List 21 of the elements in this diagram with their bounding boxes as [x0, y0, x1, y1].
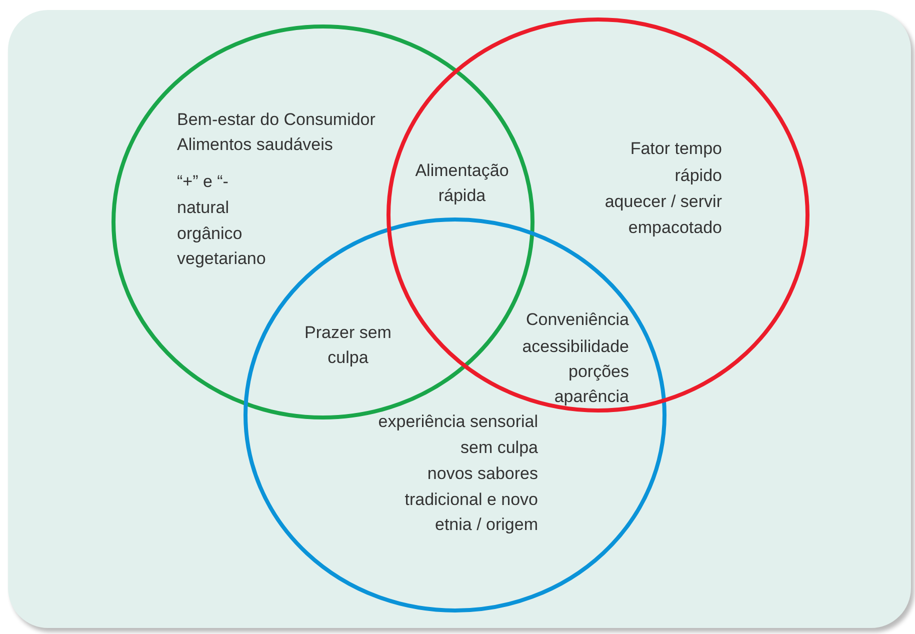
overlap-text: Conveniência: [526, 310, 629, 330]
category-text: orgânico: [177, 224, 242, 244]
category-text: sem culpa: [460, 438, 538, 458]
overlap-text: porções: [568, 362, 629, 382]
overlap-text: aparência: [554, 387, 629, 407]
category-text: rápido: [674, 166, 722, 186]
category-text: novos sabores: [427, 464, 538, 484]
category-text: etnia / origem: [435, 515, 538, 535]
category-text: experiência sensorial: [378, 412, 538, 432]
category-text: natural: [177, 198, 229, 218]
overlap-text: acessibilidade: [522, 337, 629, 357]
category-text: Fator tempo: [630, 139, 722, 159]
overlap-text: Alimentação rápida: [414, 160, 510, 207]
category-text: Alimentos saudáveis: [177, 135, 333, 155]
category-text: “+” e “-: [177, 172, 228, 192]
overlap-text: Prazer sem culpa: [304, 322, 392, 369]
category-text: vegetariano: [177, 249, 266, 269]
category-text: Bem-estar do Consumidor: [177, 110, 376, 130]
category-text: empacotado: [628, 218, 722, 238]
category-text: tradicional e novo: [404, 490, 538, 510]
category-text: aquecer / servir: [604, 192, 722, 212]
